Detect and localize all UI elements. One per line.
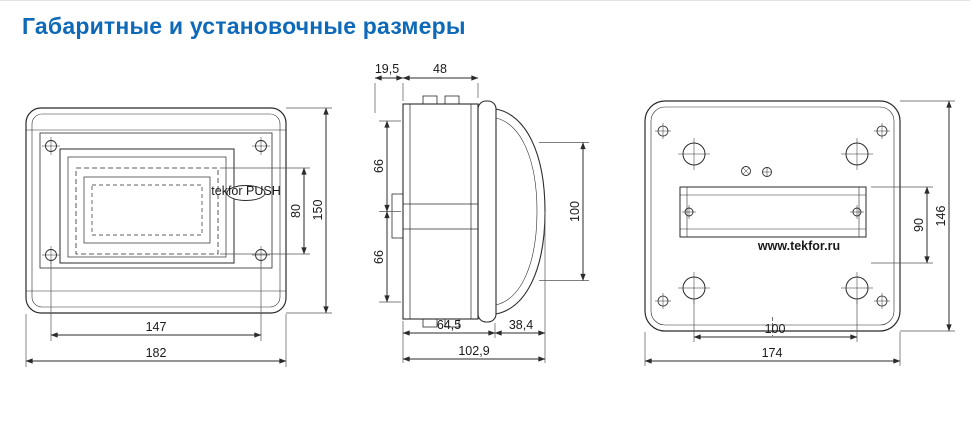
back-dimension-lines bbox=[644, 100, 952, 364]
dim-front-overall-width: 182 bbox=[146, 346, 167, 360]
back-corner-screws bbox=[655, 123, 890, 309]
dim-front-overall-height: 150 bbox=[311, 200, 325, 221]
back-enclosure-outline bbox=[644, 100, 901, 332]
dim-side-cover-depth: 38,4 bbox=[509, 318, 533, 332]
front-corner-screws bbox=[42, 137, 270, 264]
front-view-drawing: tekfor PUSH 80 150 147 182 bbox=[25, 107, 332, 367]
dim-side-cover-height: 100 bbox=[568, 201, 582, 222]
back-site-label: www.tekfor.ru bbox=[757, 239, 840, 253]
dim-side-back-depth: 48 bbox=[433, 62, 447, 76]
dim-side-overall-depth: 102,9 bbox=[458, 344, 489, 358]
front-module-window bbox=[59, 148, 235, 264]
front-push-latch: tekfor PUSH bbox=[211, 184, 281, 201]
side-view-drawing: 19,5 48 66 66 100 64,5 38,4 102,9 bbox=[372, 62, 589, 363]
back-view-drawing: www.tekfor.ru 90 146 100 174 bbox=[644, 100, 955, 366]
dim-back-mount-height: 90 bbox=[912, 218, 926, 232]
back-extension-lines bbox=[644, 100, 955, 366]
dim-side-base-depth: 64,5 bbox=[437, 318, 461, 332]
dim-back-overall-width: 174 bbox=[762, 346, 783, 360]
push-latch-label: tekfor PUSH bbox=[211, 184, 280, 198]
front-dimension-lines bbox=[25, 107, 329, 364]
dim-side-back-offset: 19,5 bbox=[375, 62, 399, 76]
front-extension-lines bbox=[25, 107, 332, 367]
back-knockout-holes bbox=[678, 138, 873, 304]
front-enclosure-outline bbox=[25, 107, 287, 314]
dim-back-overall-height: 146 bbox=[934, 206, 948, 227]
side-body-outline bbox=[391, 95, 546, 328]
dim-side-lower-half: 66 bbox=[372, 250, 386, 264]
dim-side-upper-half: 66 bbox=[372, 159, 386, 173]
back-mounting-rail bbox=[679, 186, 867, 336]
side-dimension-lines bbox=[374, 75, 586, 362]
dim-front-window-height: 80 bbox=[289, 204, 303, 218]
back-top-screws bbox=[741, 166, 772, 177]
dim-back-mount-width: 100 bbox=[765, 322, 786, 336]
page-title: Габаритные и установочные размеры bbox=[22, 13, 466, 39]
dim-front-mount-width: 147 bbox=[146, 320, 167, 334]
